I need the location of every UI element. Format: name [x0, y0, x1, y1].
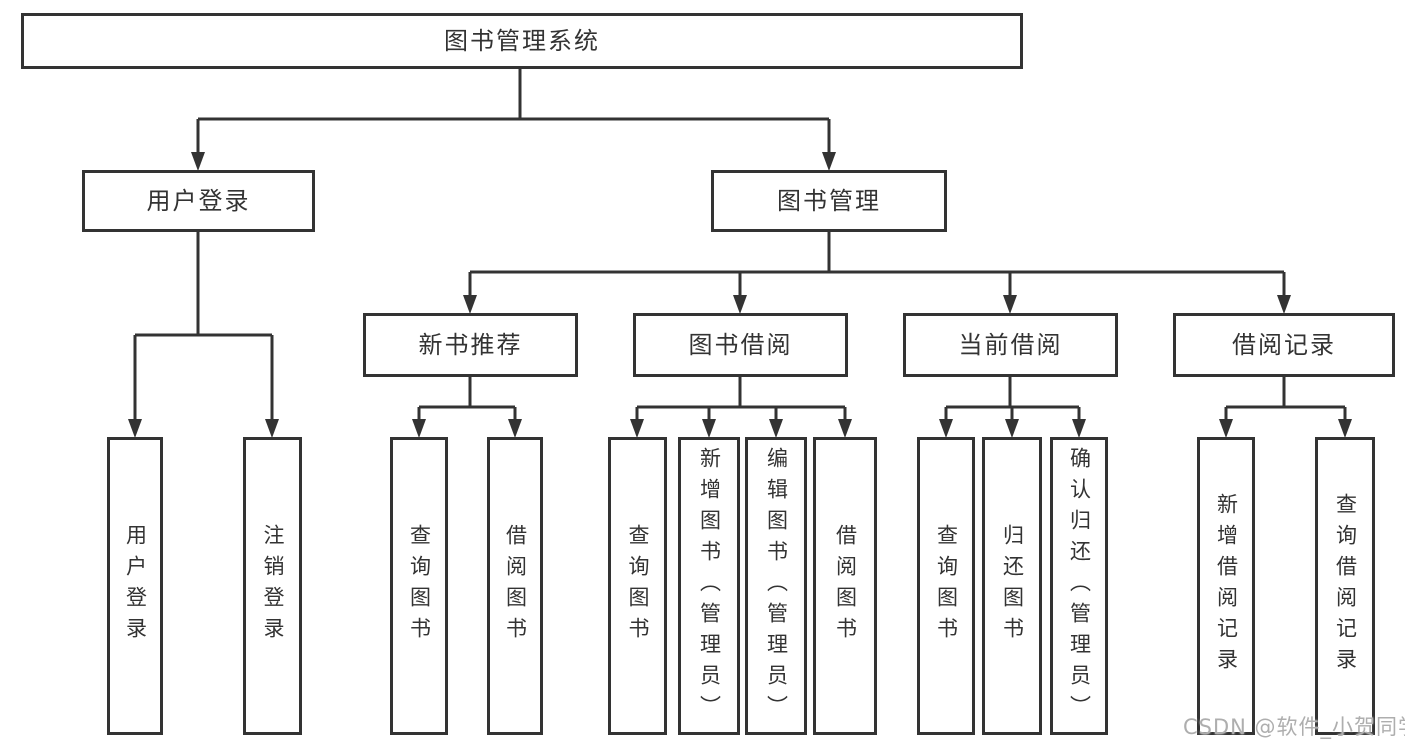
- leaf-br-add-record: 新增借阅记录: [1197, 437, 1255, 735]
- arrowhead: [702, 419, 716, 438]
- connector-book-borrowing-to-leaves: [630, 377, 852, 438]
- node-label: 注销登录: [261, 524, 285, 648]
- connector-borrowing-records-to-leaves: [1219, 377, 1352, 438]
- node-label: 用户登录: [123, 524, 148, 648]
- connector-new-book-to-leaves: [412, 377, 522, 438]
- node-label: 归还图书: [1000, 524, 1025, 648]
- node-label: 图书管理: [777, 187, 881, 215]
- node-label: 新书推荐: [418, 331, 523, 359]
- leaf-nb-query-books: 查询图书: [390, 437, 448, 735]
- arrowhead: [463, 295, 477, 314]
- node-label: 查询图书: [934, 524, 959, 648]
- connector-root-to-level2: [191, 69, 836, 171]
- node-library-system: 图书管理系统: [21, 13, 1023, 69]
- node-new-book-recommendation: 新书推荐: [363, 313, 578, 377]
- node-label: 查询图书: [407, 524, 432, 648]
- arrowhead: [630, 419, 644, 438]
- node-label: 用户登录: [146, 187, 251, 215]
- node-borrowing-records: 借阅记录: [1173, 313, 1395, 377]
- leaf-br-query-record: 查询借阅记录: [1315, 437, 1375, 735]
- arrowhead: [128, 419, 142, 438]
- arrowhead: [1338, 419, 1352, 438]
- arrowhead: [508, 419, 522, 438]
- leaf-bb-add-book-admin: 新增图书（管理员）: [678, 437, 740, 735]
- node-label: 图书管理系统: [444, 27, 600, 55]
- node-label: 借阅图书: [503, 524, 528, 648]
- arrowhead: [769, 419, 783, 438]
- arrowhead: [939, 419, 953, 438]
- connector-user-login-to-leaves: [128, 232, 279, 438]
- arrowhead: [838, 419, 852, 438]
- node-label: 借阅记录: [1232, 331, 1336, 359]
- leaf-cb-query-books: 查询图书: [917, 437, 975, 735]
- leaf-logout: 注销登录: [243, 437, 302, 735]
- node-book-borrowing: 图书借阅: [633, 313, 848, 377]
- leaf-user-login: 用户登录: [107, 437, 163, 735]
- node-label: 新增图书（管理员）: [697, 446, 722, 726]
- arrowhead: [733, 295, 747, 314]
- arrowhead: [1005, 419, 1019, 438]
- leaf-nb-borrow-books: 借阅图书: [487, 437, 543, 735]
- arrowhead: [191, 152, 205, 171]
- leaf-bb-query-books: 查询图书: [608, 437, 667, 735]
- connector-current-borrowing-to-leaves: [939, 377, 1086, 438]
- arrowhead: [412, 419, 426, 438]
- node-user-login: 用户登录: [82, 170, 315, 232]
- arrowhead: [1003, 295, 1017, 314]
- arrowhead: [1219, 419, 1233, 438]
- watermark: CSDN @软件_小贺同学: [1183, 715, 1405, 739]
- leaf-bb-edit-book-admin: 编辑图书（管理员）: [745, 437, 807, 735]
- leaf-cb-return-books: 归还图书: [982, 437, 1042, 735]
- node-label: 查询借阅记录: [1333, 493, 1358, 679]
- node-label: 当前借阅: [958, 331, 1063, 359]
- node-book-management: 图书管理: [711, 170, 947, 232]
- connector-book-management-to-level3: [463, 232, 1291, 314]
- leaf-bb-borrow-books: 借阅图书: [813, 437, 877, 735]
- arrowhead: [1277, 295, 1291, 314]
- arrowhead: [1072, 419, 1086, 438]
- node-label: 查询图书: [626, 524, 650, 648]
- node-label: 借阅图书: [833, 524, 858, 648]
- leaf-cb-confirm-return-admin: 确认归还（管理员）: [1050, 437, 1108, 735]
- node-label: 编辑图书（管理员）: [764, 446, 789, 726]
- node-current-borrowing: 当前借阅: [903, 313, 1118, 377]
- arrowhead: [822, 152, 836, 171]
- node-label: 图书借阅: [688, 331, 793, 359]
- node-label: 新增借阅记录: [1214, 493, 1239, 679]
- arrowhead: [265, 419, 279, 438]
- node-label: 确认归还（管理员）: [1067, 446, 1092, 726]
